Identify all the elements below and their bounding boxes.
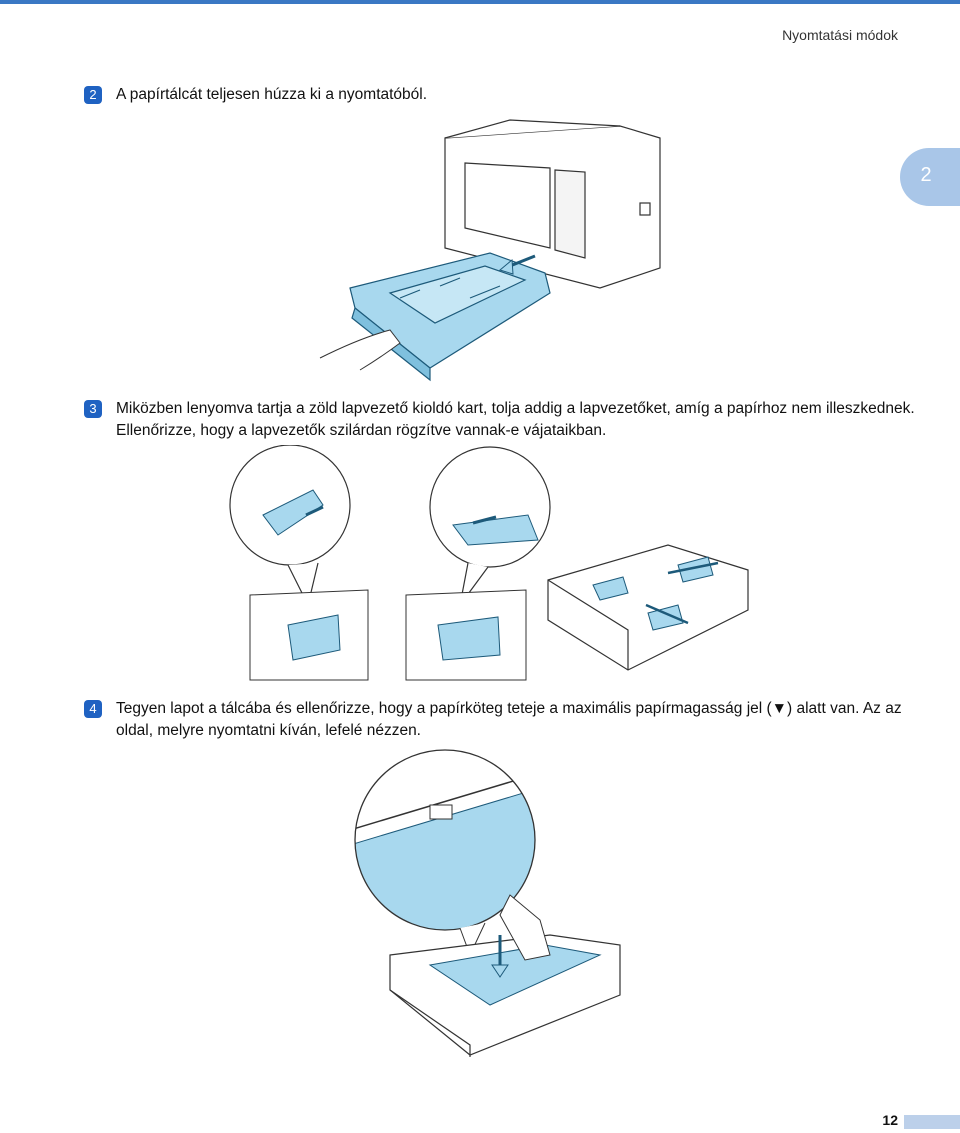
step-text: A papírtálcát teljesen húzza ki a nyomta… xyxy=(116,86,428,103)
page-number-bar xyxy=(904,1115,960,1129)
header-rule xyxy=(0,0,960,4)
step-badge: 4 xyxy=(84,700,102,718)
printer-tray-illustration xyxy=(319,119,661,382)
chapter-tab: 2 xyxy=(900,148,960,206)
load-paper-illustration xyxy=(354,749,621,1057)
step-text: Tegyen lapot a tálcába és ellenőrizze, h… xyxy=(116,700,902,739)
step-badge: 2 xyxy=(84,86,102,104)
chapter-number: 2 xyxy=(920,164,932,186)
page-number: 12 xyxy=(882,1112,898,1128)
running-header: Nyomtatási módok xyxy=(782,27,898,43)
step-badge: 3 xyxy=(84,400,102,418)
step-text: Miközben lenyomva tartja a zöld lapvezet… xyxy=(116,400,915,439)
paper-guides-illustration xyxy=(229,445,749,681)
